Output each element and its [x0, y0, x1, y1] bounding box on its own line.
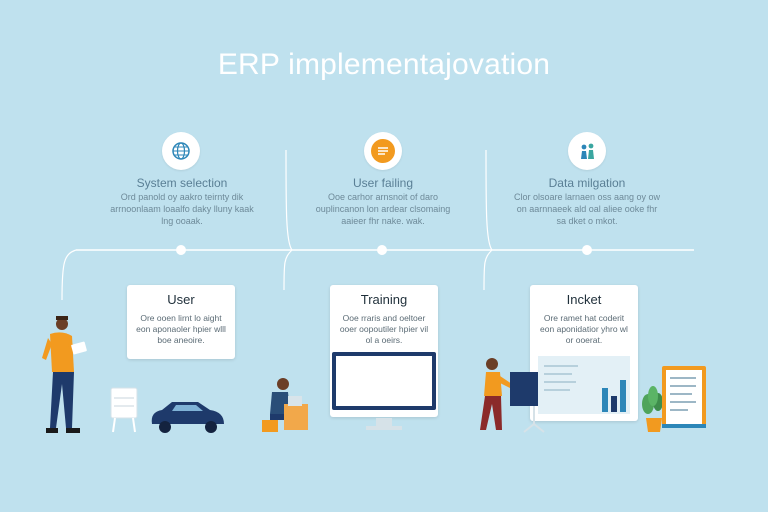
card-training-description: Ooe rraris and oeltoer ooer oopoutiler h…	[339, 313, 429, 345]
card-user-description: Ore ooen lirnt lo aight eon aponaoler hp…	[136, 313, 226, 345]
globe-icon	[172, 142, 190, 160]
person-with-tablet-illustration	[42, 316, 87, 433]
timeline-node-1	[176, 245, 186, 255]
card-incket-title: Incket	[566, 292, 602, 307]
phase-1-description: Ord panold oy aakro teirnty dik arrnoonl…	[110, 192, 254, 226]
phase-3-title: Data milgation	[548, 176, 626, 190]
sitting-person-illustration	[262, 378, 308, 432]
card-training-title: Training	[360, 292, 408, 307]
phase-1-icon-badge	[162, 132, 200, 170]
plant-illustration	[642, 386, 663, 432]
phase-3-description: Clor olsoare larnaen oss aang oy ow on a…	[513, 192, 661, 226]
phase-2-title: User failing	[352, 176, 414, 190]
timeline-node-2	[377, 245, 387, 255]
monitor-illustration	[332, 352, 436, 430]
bar-chart-panel-illustration	[538, 356, 630, 414]
document-illustration	[662, 366, 706, 428]
card-user-title: User	[167, 292, 195, 307]
bin-illustration	[110, 387, 138, 433]
diagram-title: ERP implementajovation	[217, 48, 551, 81]
card-user: User Ore ooen lirnt lo aight eon aponaol…	[127, 285, 235, 359]
people-icon	[581, 143, 594, 159]
card-incket-description: Ore ramet hat coderit eon aponidatior yh…	[540, 313, 628, 345]
phase-1-title: System selection	[136, 176, 228, 190]
document-icon	[371, 139, 395, 163]
presenter-person-illustration	[480, 358, 512, 430]
phase-3-icon-badge	[568, 132, 606, 170]
car-illustration	[151, 402, 224, 433]
timeline-node-3	[582, 245, 592, 255]
phase-2-icon-badge	[364, 132, 402, 170]
phase-2-description: Ooe carhor arnsnoit of daro ouplincanon …	[315, 192, 451, 226]
